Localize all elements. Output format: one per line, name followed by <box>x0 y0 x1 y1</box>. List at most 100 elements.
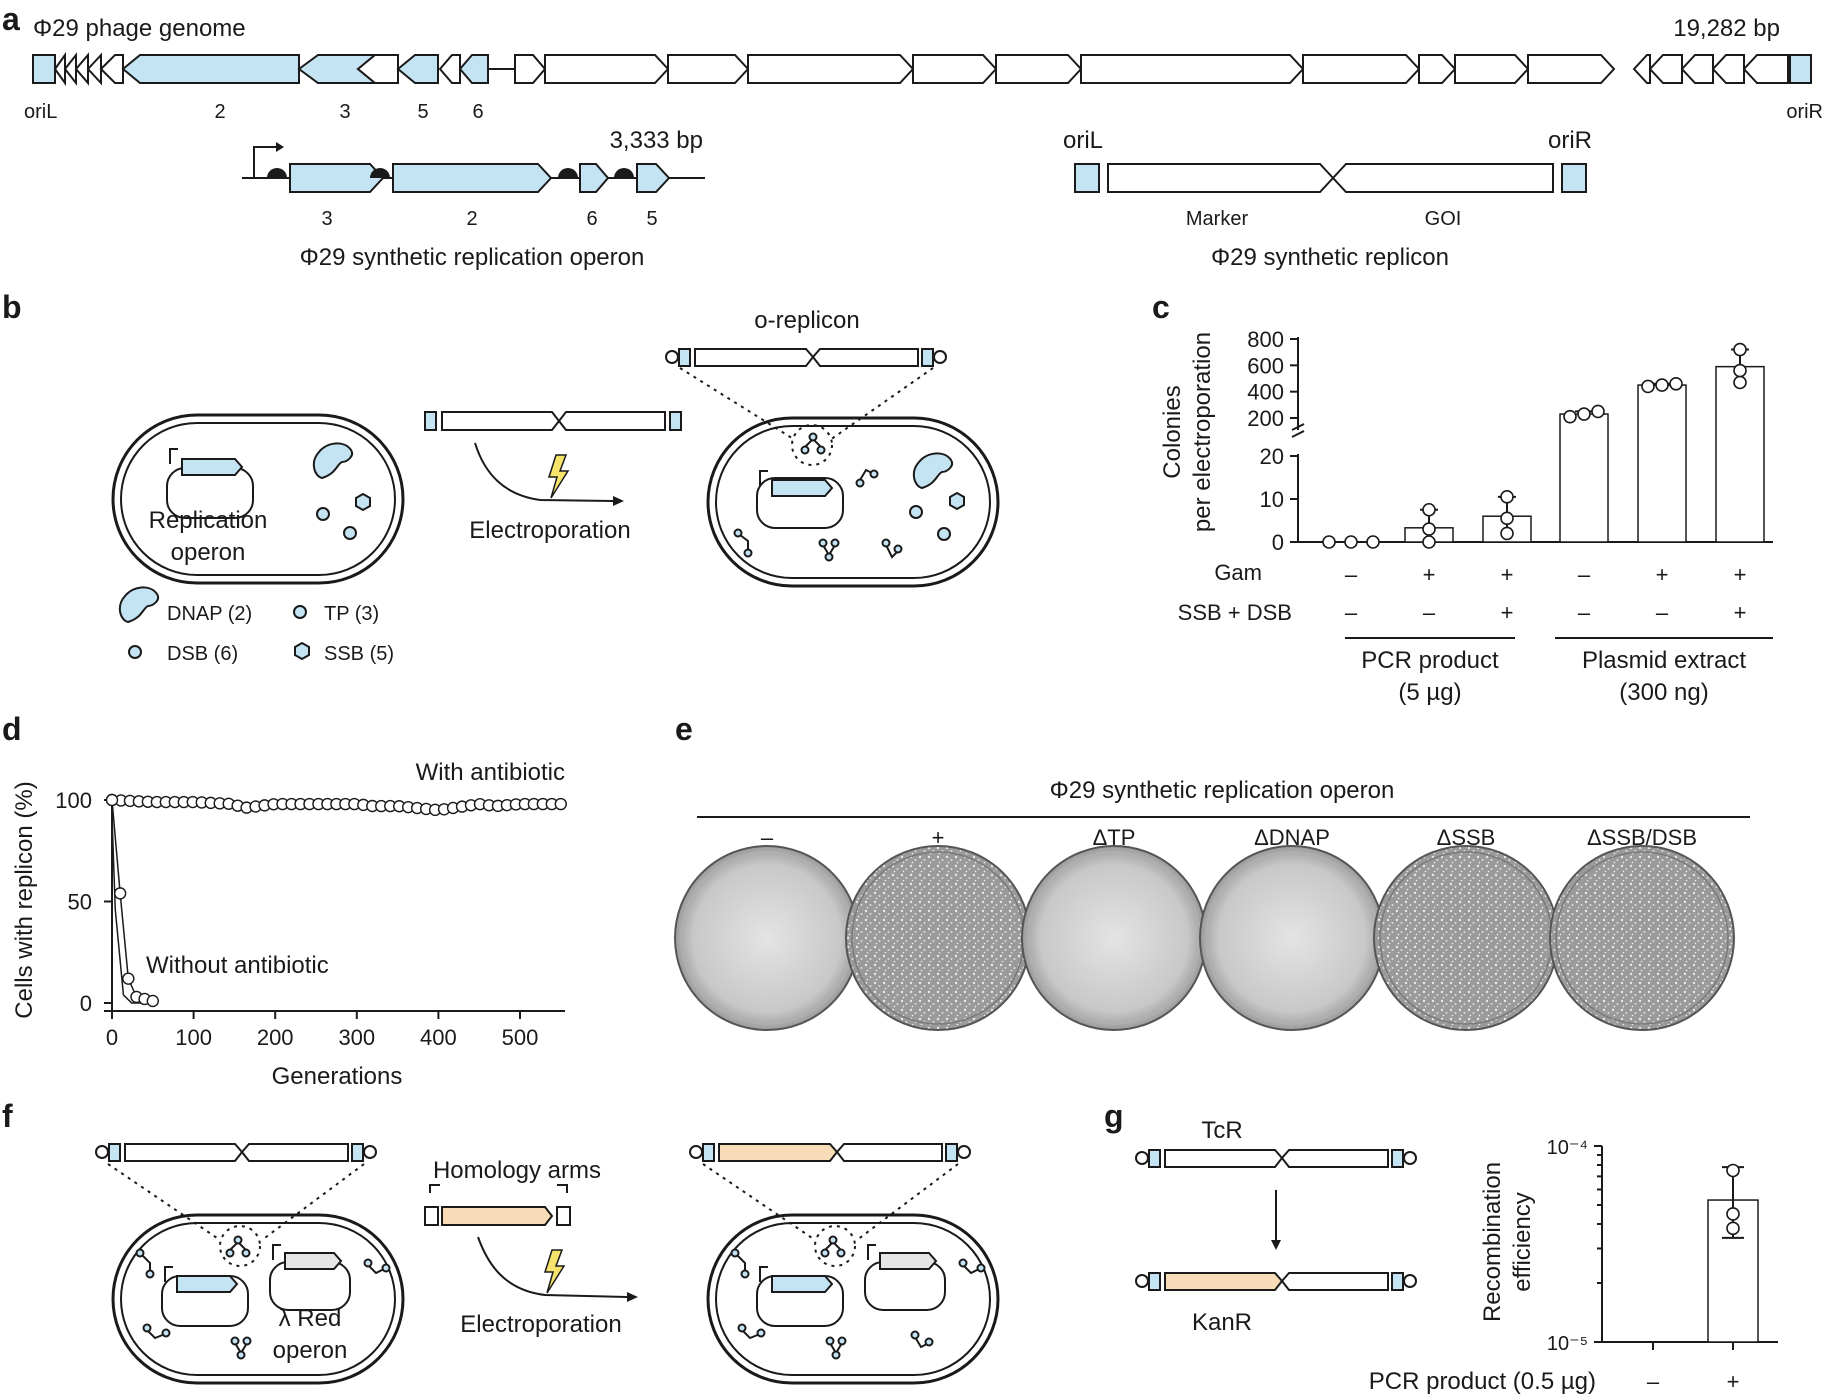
gene-arrow <box>99 54 124 84</box>
panel-b: b Replication operon Electroporation o-r… <box>2 289 1000 665</box>
g-tcr-label: TcR <box>1201 1117 1242 1144</box>
g-ylabel-2: efficiency <box>1509 1192 1536 1292</box>
operon-title: Φ29 synthetic replication operon <box>300 244 645 271</box>
c-data-point <box>1500 511 1514 526</box>
c-data-point <box>1344 535 1358 549</box>
replicon-title: Φ29 synthetic replicon <box>1211 244 1449 271</box>
gene-5 <box>396 54 439 84</box>
g-plot: 10⁻⁴10⁻⁵ <box>1547 1137 1778 1355</box>
tp-icon <box>316 507 330 521</box>
replicon-marker-label: Marker <box>1186 208 1249 230</box>
gene-arrow <box>1418 54 1457 84</box>
dnap-icon <box>312 442 353 480</box>
c-data-point <box>1422 535 1436 549</box>
d-point-without <box>122 972 135 985</box>
g-ylabel-1: Recombination <box>1479 1162 1506 1322</box>
replicon-marker <box>1107 163 1335 193</box>
terminator-icon <box>267 168 287 178</box>
oriR-box <box>1789 54 1812 84</box>
e-plate-rim <box>1555 851 1729 1025</box>
cell-outer <box>111 413 405 585</box>
c-bar <box>1715 365 1765 543</box>
c-bar <box>1637 384 1687 543</box>
legend-tp: TP (3) <box>324 603 379 625</box>
c-ssb-sign: – <box>1345 600 1358 625</box>
gene-arrow <box>1080 54 1305 84</box>
c-data-point <box>1733 375 1747 390</box>
synthetic-replicon <box>1074 163 1587 193</box>
e-plate <box>1021 845 1207 1031</box>
operon-gene-label: 5 <box>646 208 657 230</box>
c-group-plasmid: Plasmid extract <box>1582 647 1746 674</box>
gene-6 <box>458 54 489 84</box>
gene-arrow <box>86 52 102 86</box>
operon-size: 3,333 bp <box>610 127 703 154</box>
e-plate <box>1373 845 1559 1031</box>
panel-e: e Φ29 synthetic replication operon –+ΔTP… <box>674 711 1750 1031</box>
operon-gene-3 <box>289 163 385 193</box>
replicon-oriR: oriR <box>1548 127 1592 154</box>
c-ssb-sign: – <box>1656 600 1669 625</box>
operon-gene-2 <box>392 163 553 193</box>
d-y-tick-label: 0 <box>80 991 92 1016</box>
c-y-tick-label: 0 <box>1272 530 1284 555</box>
c-y-tick-label: 800 <box>1247 327 1284 352</box>
c-data-point <box>1591 404 1605 419</box>
legend-dnap: DNAP (2) <box>167 603 252 625</box>
genome-oriL-label: oriL <box>24 101 57 123</box>
legend-dsb: DSB (6) <box>167 643 238 665</box>
genome-map <box>32 51 1812 87</box>
c-data-point <box>1563 409 1577 424</box>
c-bars <box>1322 342 1765 549</box>
legend-ssb: SSB (5) <box>324 643 394 665</box>
c-data-point <box>1733 342 1747 357</box>
panel-g: g TcR KanR Recombination efficiency 10⁻⁴… <box>1104 1098 1778 1394</box>
e-plate-label: + <box>932 825 945 850</box>
c-data-point <box>1500 526 1514 541</box>
gene-arrow <box>1648 54 1683 84</box>
gene-arrow <box>1742 54 1789 84</box>
replication-operon-label-2: operon <box>171 539 246 566</box>
gene-label-5: 5 <box>417 101 428 123</box>
c-data-point <box>1500 490 1514 504</box>
gene-arrow <box>1302 54 1421 84</box>
c-gam-sign: + <box>1423 562 1436 587</box>
e-plate <box>1199 845 1385 1031</box>
cell-inner <box>120 422 396 576</box>
c-data-point <box>1322 535 1336 549</box>
c-ssb-sign: – <box>1578 600 1591 625</box>
gene-arrow <box>995 54 1083 84</box>
c-data-point <box>1733 363 1747 378</box>
operon-gene-5 <box>636 163 671 193</box>
replicon-goi-label: GOI <box>1425 208 1462 230</box>
g-data-point <box>1726 1163 1740 1178</box>
c-bar <box>1559 413 1609 543</box>
genome-title: Φ29 phage genome <box>33 15 246 42</box>
c-y-tick-label: 400 <box>1247 380 1284 405</box>
c-data-point <box>1366 535 1380 549</box>
homology-arms-label: Homology arms <box>433 1157 601 1184</box>
c-y-tick-label: 10 <box>1260 487 1284 512</box>
g-kanr-label: KanR <box>1192 1309 1252 1336</box>
operon-gene-6 <box>579 163 610 193</box>
d-label-with: With antibiotic <box>416 759 565 786</box>
gene-arrow <box>514 54 547 84</box>
panel-label-a: a <box>2 1 20 37</box>
c-gam-sign: – <box>1578 562 1591 587</box>
genome-size: 19,282 bp <box>1673 15 1780 42</box>
e-plate-label: – <box>761 825 774 850</box>
replication-operon-label: Replication <box>149 507 268 534</box>
c-axis-break <box>1291 430 1305 438</box>
d-x-tick-label: 300 <box>338 1025 375 1050</box>
operon-gene-label: 3 <box>321 208 332 230</box>
d-x-tick-label: 200 <box>257 1025 294 1050</box>
g-data-point <box>1726 1221 1740 1236</box>
d-y-tick-label: 50 <box>68 890 92 915</box>
lambda-red-label: λ Red <box>279 1305 342 1332</box>
gene-arrow <box>438 54 461 84</box>
o-replicon-label: o-replicon <box>754 307 859 334</box>
g-data-point <box>1726 1207 1740 1221</box>
gene-arrow <box>912 54 998 84</box>
c-data-point <box>1422 502 1436 517</box>
